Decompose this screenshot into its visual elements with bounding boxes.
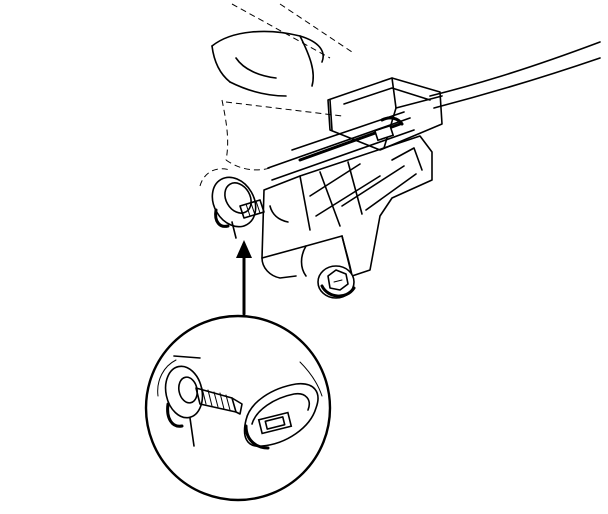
steering-column-assembly [199, 3, 601, 299]
detail-grommet [243, 361, 323, 450]
detail-magnifier [144, 314, 332, 502]
column-shaft [267, 41, 601, 181]
mounting-bracket [261, 135, 433, 279]
callout-arrow [236, 240, 252, 316]
threaded-stud [231, 199, 265, 239]
grommet [199, 168, 257, 228]
flange-nut [317, 265, 356, 299]
detail-stud [157, 355, 243, 447]
